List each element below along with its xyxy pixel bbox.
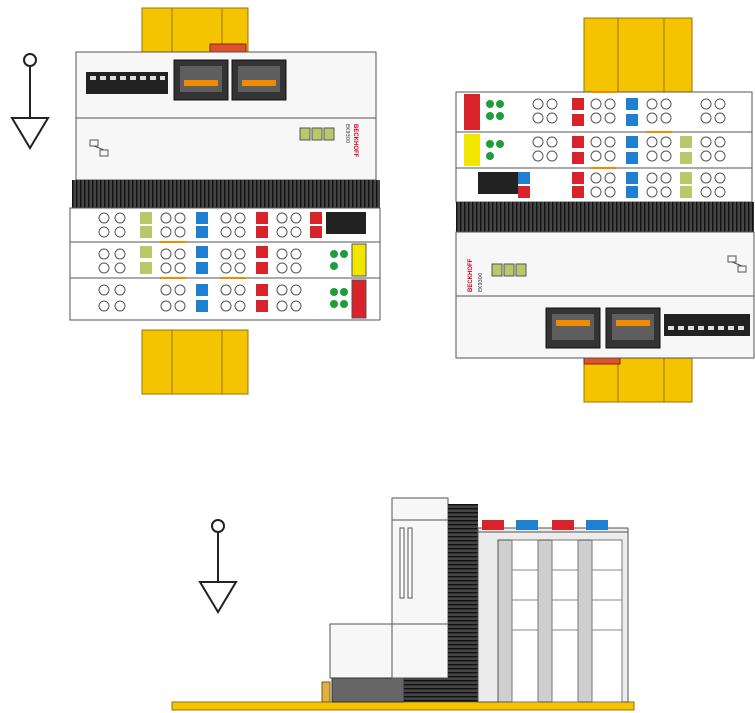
terminal-row xyxy=(455,91,753,133)
terminal-side-stack xyxy=(477,520,629,703)
mounting-direction-arrow-icon xyxy=(198,519,238,614)
din-rail-bottom xyxy=(141,329,249,395)
top-left-assembly: BECKHOFF EK9300 xyxy=(69,7,381,395)
brand-label: BECKHOFF xyxy=(352,124,358,158)
dip-switch-block xyxy=(664,314,750,336)
rail-stop xyxy=(321,681,331,703)
brand-label: BECKHOFF xyxy=(468,258,474,292)
model-label: EK9300 xyxy=(344,124,350,143)
ethernet-port-icon xyxy=(545,307,601,349)
ethernet-port-icon xyxy=(173,59,229,101)
ethernet-port-icon xyxy=(605,307,661,349)
coupler-led-section xyxy=(75,117,377,181)
side-view-assembly xyxy=(171,497,635,711)
heat-sink xyxy=(72,180,380,208)
terminal-row xyxy=(69,277,381,321)
din-rail-side xyxy=(171,701,635,711)
heat-sink xyxy=(448,504,478,702)
din-rail-top xyxy=(583,17,693,93)
status-leds xyxy=(299,127,335,141)
heat-sink xyxy=(456,202,754,232)
coupler-side-base xyxy=(331,677,405,703)
model-label: EK9300 xyxy=(478,273,484,292)
dip-switch-block xyxy=(86,72,168,94)
din-rail-top xyxy=(141,7,249,57)
status-leds xyxy=(491,263,527,277)
network-icon xyxy=(89,139,109,157)
rail-stop xyxy=(209,43,247,53)
top-right-assembly: BECKHOFF EK9300 xyxy=(455,17,755,403)
heat-sink xyxy=(404,678,448,702)
ethernet-port-icon xyxy=(231,59,287,101)
coupler-side-lower xyxy=(329,623,393,679)
network-icon xyxy=(727,255,747,273)
mounting-direction-arrow-icon xyxy=(10,53,50,150)
